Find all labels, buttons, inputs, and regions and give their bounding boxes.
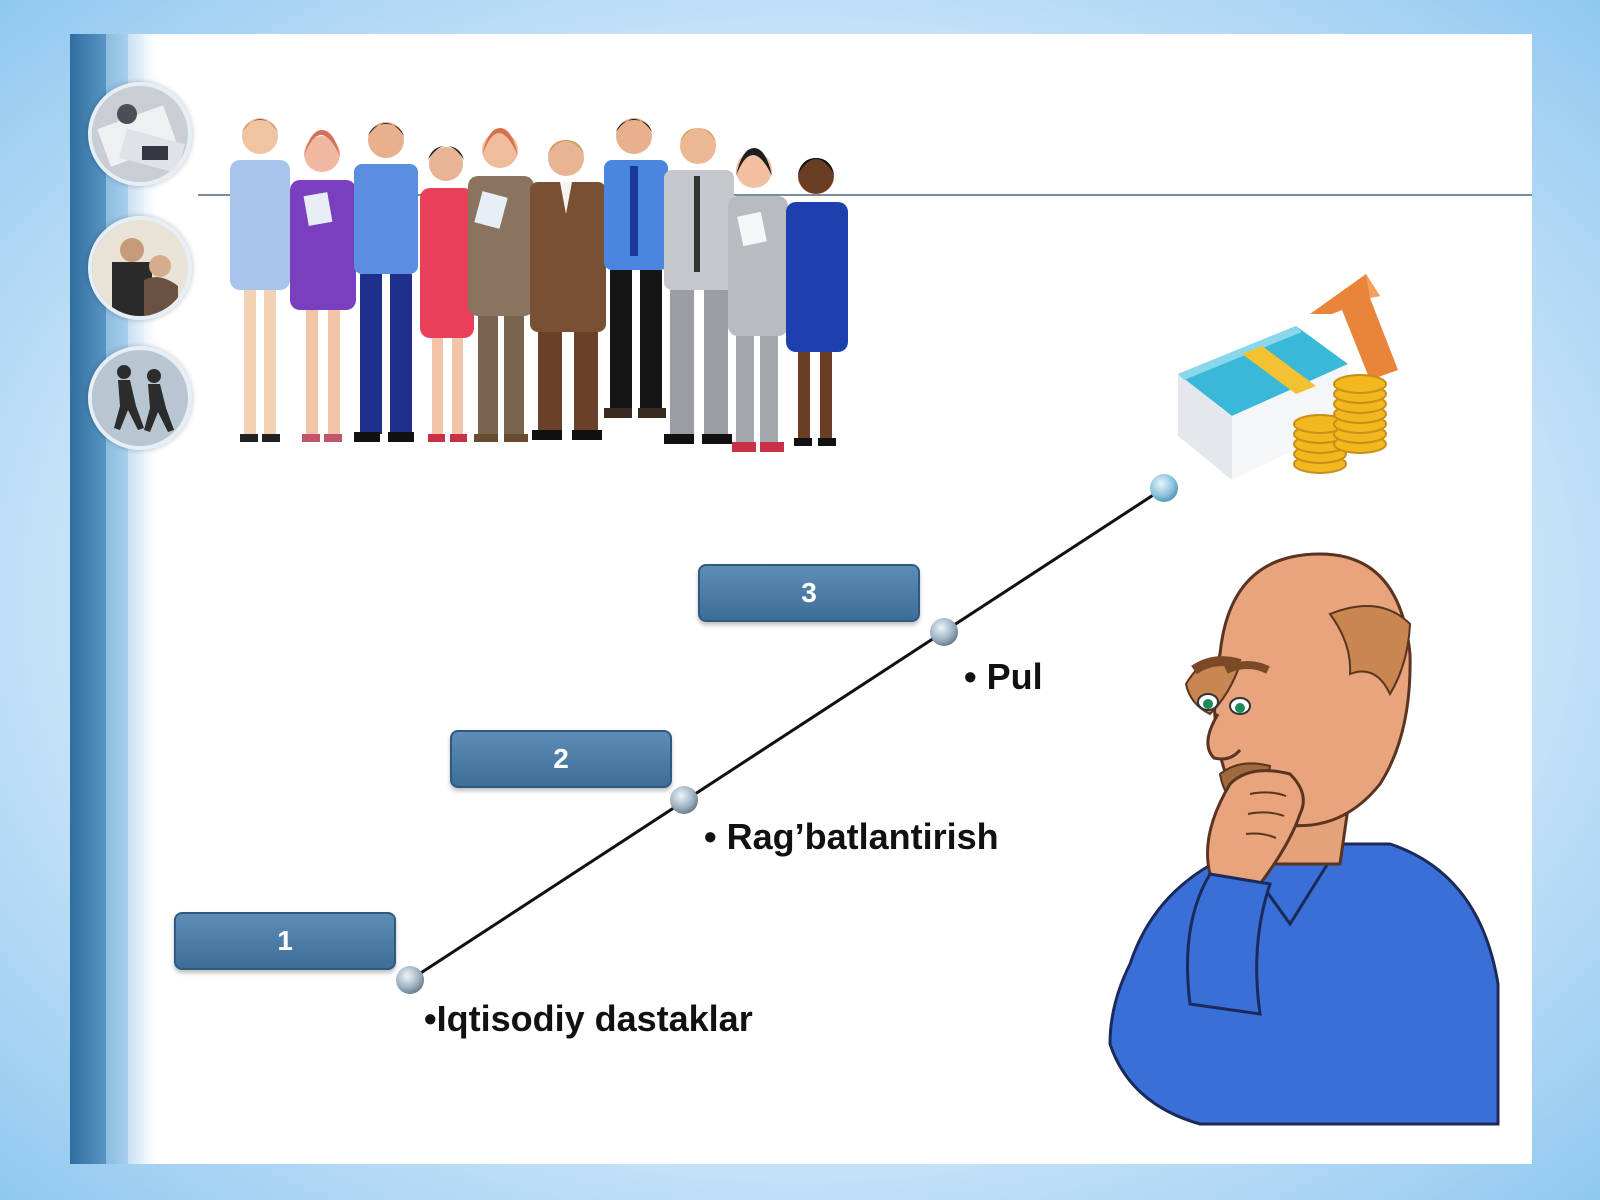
step-number-2: 2 [553, 743, 569, 774]
business-team-illustration [230, 118, 848, 452]
step-node-3 [930, 618, 958, 646]
step-box-3: 3 [698, 564, 920, 622]
step-node-2 [670, 786, 698, 814]
goal-node [1150, 474, 1178, 502]
step-label-2: • Rag’batlantirish [704, 816, 999, 857]
business-people-photo [88, 216, 192, 320]
step-label-1: •Iqtisodiy dastaklar [424, 998, 753, 1039]
step-number-1: 1 [277, 925, 293, 956]
step-label-3: • Pul [964, 656, 1043, 697]
thinking-man-illustration [1108, 552, 1500, 1126]
step-number-3: 3 [801, 577, 817, 608]
header-divider [198, 194, 1532, 196]
step-box-2: 2 [450, 730, 672, 788]
running-businessmen-photo [88, 346, 192, 450]
step-node-1 [396, 966, 424, 994]
progress-connector [396, 474, 1178, 994]
money-growth-icon [1178, 274, 1398, 480]
step-box-1: 1 [174, 912, 396, 970]
business-paperwork-photo [88, 82, 192, 186]
slide: 1 2 3 •Iqtisodiy dastaklar • Rag’batlant… [70, 34, 1532, 1164]
